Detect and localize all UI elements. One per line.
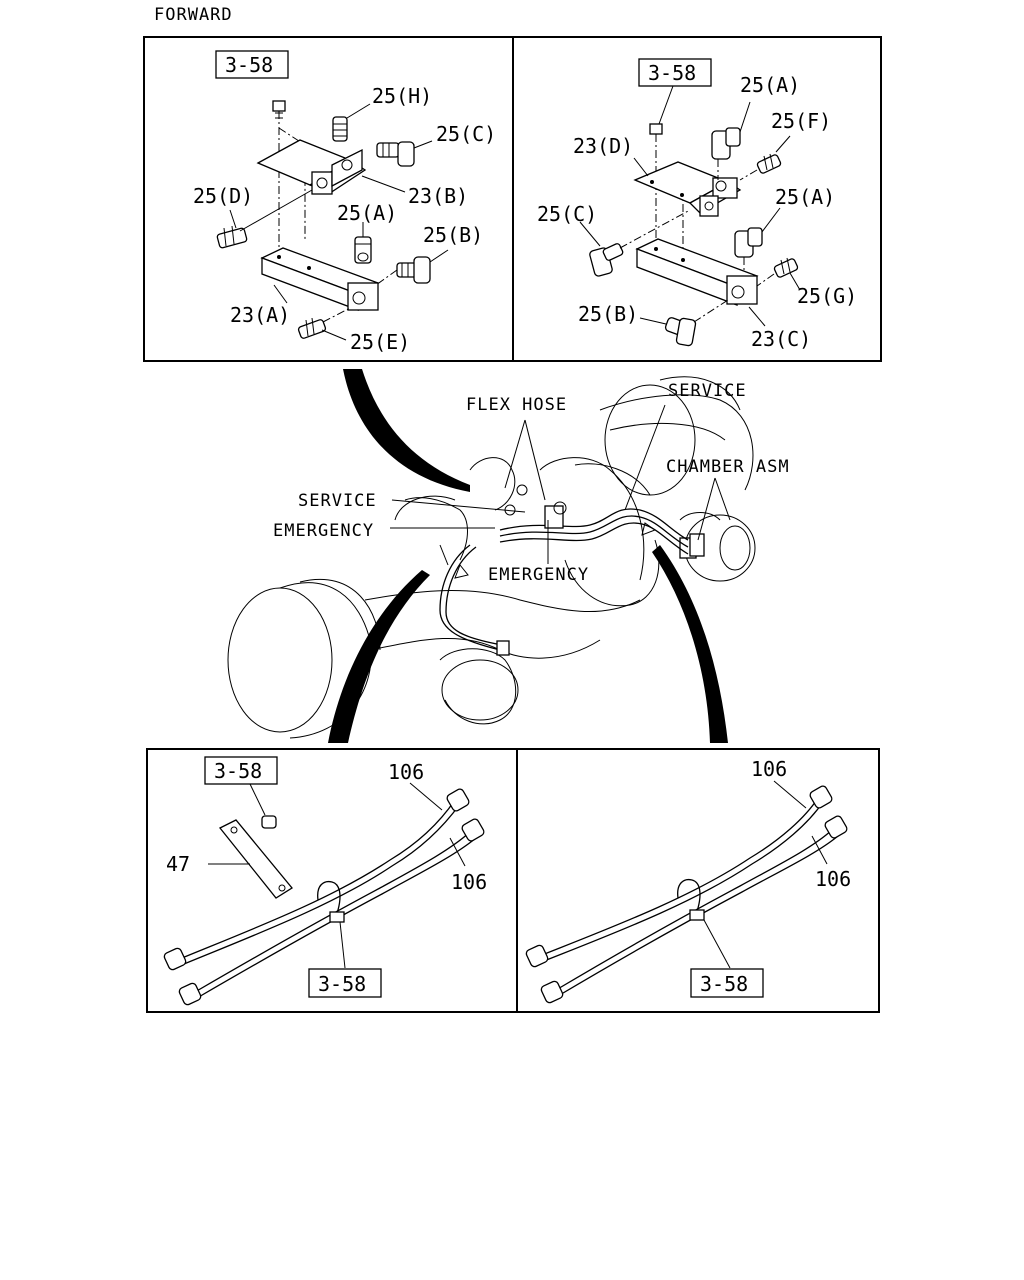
ref-box-label: 3-58: [318, 972, 366, 996]
callout-23c: 23(C): [751, 327, 811, 351]
panel-top-left: 3-58: [143, 36, 514, 362]
axle-assembly-view: FLEX HOSE SERVICE CHAMBER ASM SERVICE EM…: [227, 369, 790, 743]
fitting-25f-icon: [739, 135, 791, 181]
label-flex-hose: FLEX HOSE: [466, 395, 567, 415]
callout-25b: 25(B): [578, 302, 638, 326]
hose-clamp-icon: [317, 880, 345, 923]
forward-label: FORWARD: [154, 5, 233, 25]
hose-assembly-106: [525, 785, 848, 1004]
fitting-25a-icon: [354, 222, 372, 264]
ref-box-label: 3-58: [225, 53, 273, 77]
fitting-25g-icon: [756, 257, 801, 291]
ref-box-label: 3-58: [214, 759, 262, 783]
bolt-icon: [261, 815, 277, 829]
fitting-25e-icon: [297, 307, 351, 341]
panel-bottom-right: 3-58 106 106: [516, 748, 880, 1013]
callout-25d: 25(D): [193, 184, 253, 208]
label-emergency-center: EMERGENCY: [488, 565, 589, 585]
mounting-bracket-23a: [260, 247, 380, 311]
callout-25g: 25(G): [797, 284, 857, 308]
panel-bottom-right-border: [516, 748, 880, 1013]
zoom-arrow-bottom-left: [328, 570, 430, 743]
callout-25c: 25(C): [436, 122, 496, 146]
label-service-top: SERVICE: [668, 381, 747, 401]
ref-box-label: 3-58: [700, 972, 748, 996]
fitting-25d-icon: [216, 189, 313, 249]
elbow-fitting-25b-icon: [639, 299, 729, 347]
callout-23a: 23(A): [230, 303, 290, 327]
elbow-fitting-25a-lower-icon: [734, 207, 781, 276]
wheel-hub-left: [227, 578, 381, 739]
panel-top-right-border: [512, 36, 882, 362]
ref-box-3-58-bottom-left-top[interactable]: [204, 756, 278, 785]
callout-106-upper: 106: [751, 757, 787, 781]
zoom-arrow-bottom-right: [652, 545, 728, 743]
callout-47: 47: [166, 852, 190, 876]
axle-housing: [364, 457, 660, 725]
fitting-25h-icon: [332, 103, 371, 142]
label-service-left: SERVICE: [298, 491, 377, 511]
callout-25a: 25(A): [337, 201, 397, 225]
ref-box-3-58-top-right[interactable]: [638, 58, 712, 87]
brake-hose-lines: [439, 484, 689, 656]
elbow-fitting-25a-icon: [711, 101, 751, 180]
callout-23b: 23(B): [408, 184, 468, 208]
ref-box-3-58-top-left[interactable]: [215, 50, 289, 79]
callout-25a: 25(A): [740, 73, 800, 97]
elbow-fitting-25b-icon: [375, 249, 449, 286]
label-emergency-left: EMERGENCY: [273, 521, 374, 541]
callout-25b: 25(B): [423, 223, 483, 247]
callout-106-lower: 106: [815, 867, 851, 891]
hose-assembly-106: [163, 788, 485, 1006]
brake-chamber-asm: [679, 512, 756, 582]
bracket-47: [218, 819, 293, 899]
callout-25e: 25(E): [350, 330, 410, 354]
zoom-arrow-top-left: [343, 369, 470, 492]
tee-block-23b: [256, 139, 367, 195]
callout-25a-lower: 25(A): [775, 185, 835, 209]
ref-box-3-58-bottom-left-bottom[interactable]: [308, 968, 382, 998]
elbow-fitting-25c-icon: [376, 140, 433, 167]
elbow-fitting-25c-icon: [579, 209, 691, 277]
tee-block-23d: [633, 161, 742, 217]
label-chamber-asm: CHAMBER ASM: [666, 457, 790, 477]
mounting-bracket-23c: [635, 238, 759, 306]
differential-housing: [599, 376, 754, 496]
ref-box-label: 3-58: [648, 61, 696, 85]
callout-23d: 23(D): [573, 134, 633, 158]
callout-25c: 25(C): [537, 202, 597, 226]
panel-bottom-left: 3-58 3: [146, 748, 518, 1013]
ref-box-3-58-bottom-right[interactable]: [690, 968, 764, 998]
callout-25h: 25(H): [372, 84, 432, 108]
callout-106-lower: 106: [451, 870, 487, 894]
hose-clamp-icon: [677, 878, 705, 921]
bolt-icon: [649, 123, 663, 245]
callout-25f: 25(F): [771, 109, 831, 133]
callout-106-upper: 106: [388, 760, 424, 784]
panel-top-right: 3-58: [512, 36, 882, 362]
